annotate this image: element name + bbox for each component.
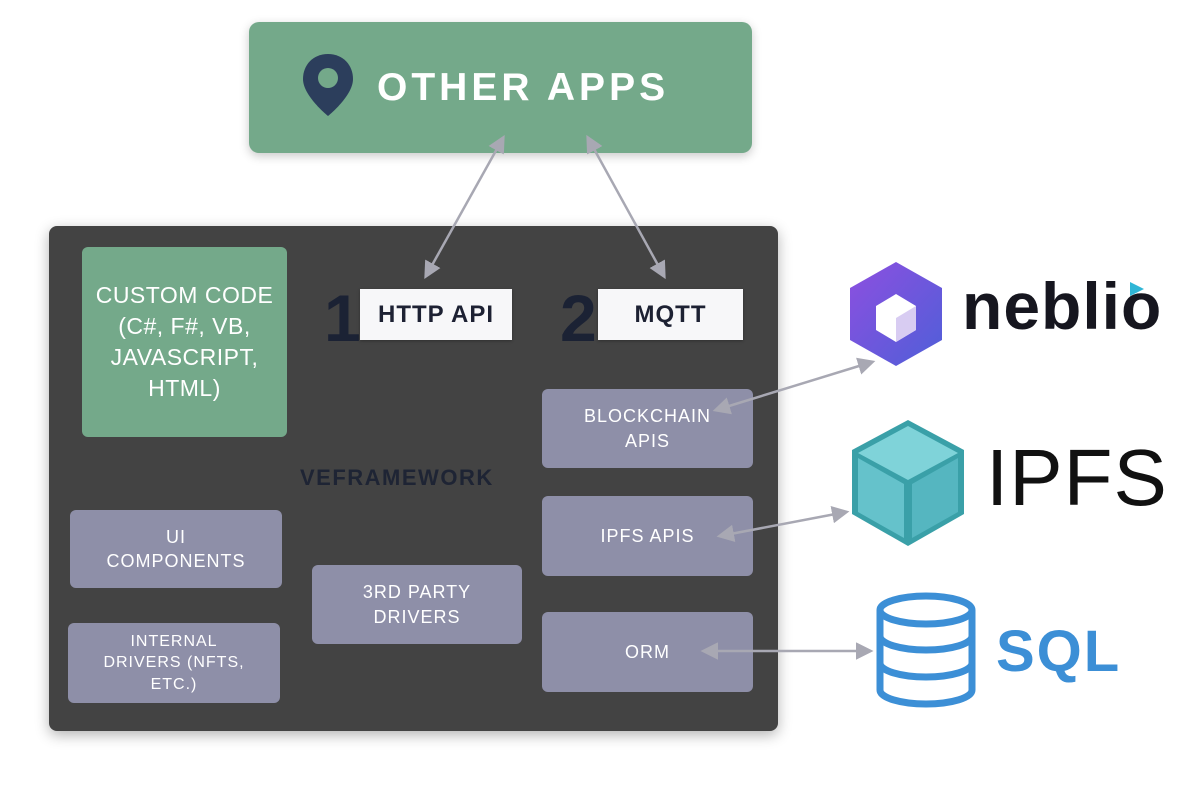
- other-apps-box: OTHER APPS: [249, 22, 752, 153]
- neblio-triangle-icon: [1130, 282, 1144, 296]
- http-api-number: 1: [324, 281, 361, 355]
- neblio-logo-text: neblio: [962, 269, 1163, 343]
- veframework-title: VEFRAMEWORK: [300, 465, 494, 490]
- ipfs-logo-text: IPFS: [986, 433, 1168, 522]
- neblio-cube-icon: [850, 262, 942, 366]
- http-api-label: HTTP API: [360, 289, 512, 340]
- other-apps-title: OTHER APPS: [377, 66, 670, 109]
- custom-code-box: CUSTOM CODE (C#, F#, VB, JAVASCRIPT, HTM…: [82, 247, 287, 437]
- blockchain-apis-label: BLOCKCHAIN APIS: [583, 406, 712, 451]
- database-icon: [876, 592, 976, 708]
- internal-drivers-label: INTERNAL DRIVERS (NFTS, ETC.): [103, 632, 245, 693]
- ipfs-apis-label: IPFS APIS: [600, 525, 695, 546]
- ipfs-cube-icon: [852, 420, 964, 546]
- third-party-drivers-label: 3RD PARTY DRIVERS: [362, 582, 472, 627]
- map-pin-icon: [303, 54, 353, 116]
- ipfs-apis-box: IPFS APIS: [542, 496, 753, 576]
- ui-components-box: UI COMPONENTS: [70, 510, 282, 588]
- orm-box: ORM: [542, 612, 753, 692]
- blockchain-apis-box: BLOCKCHAIN APIS: [542, 389, 753, 468]
- third-party-drivers-box: 3RD PARTY DRIVERS: [312, 565, 522, 644]
- sql-logo-text: SQL: [996, 619, 1122, 684]
- mqtt-number: 2: [560, 281, 597, 355]
- mqtt-label: MQTT: [598, 289, 743, 340]
- orm-label: ORM: [625, 641, 670, 662]
- custom-code-label: CUSTOM CODE (C#, F#, VB, JAVASCRIPT, HTM…: [95, 281, 274, 402]
- ui-components-label: UI COMPONENTS: [106, 526, 246, 571]
- internal-drivers-box: INTERNAL DRIVERS (NFTS, ETC.): [68, 623, 280, 703]
